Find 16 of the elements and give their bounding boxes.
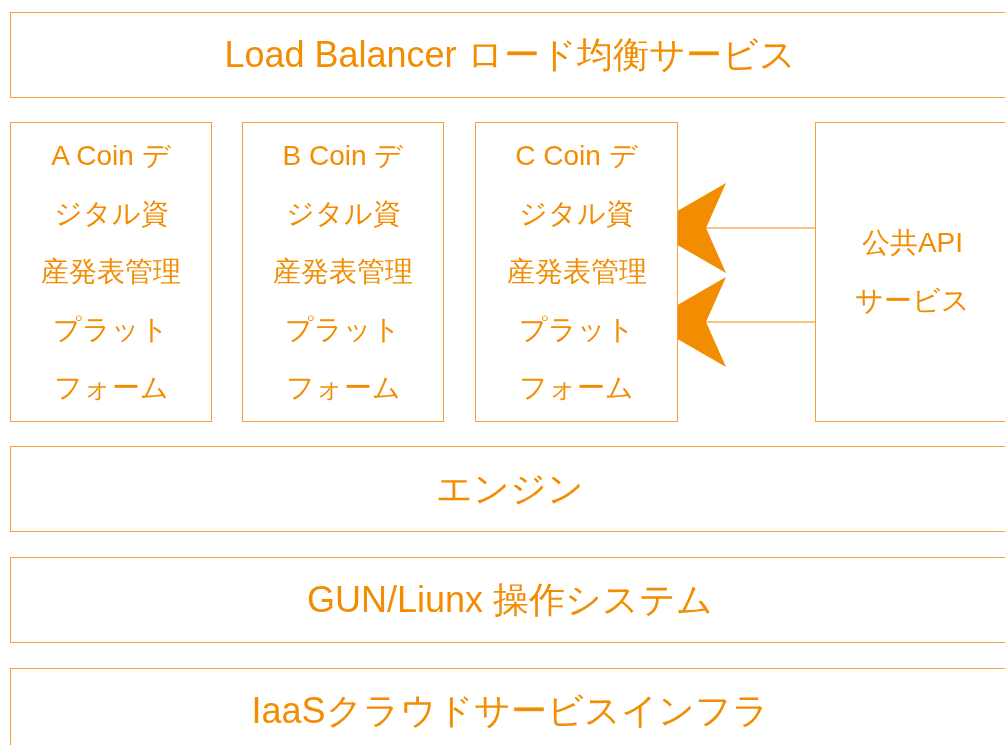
box-label: 公共APIサービス <box>854 226 971 318</box>
box-label: エンジン <box>436 469 584 509</box>
platform-box <box>475 122 678 422</box>
layer-box <box>10 12 1005 98</box>
box-label: C Coin デジタル資産発表管理プラットフォーム <box>505 139 648 405</box>
box-label: Load Balancer ロード均衡サービス <box>224 35 796 75</box>
platform-box <box>10 122 212 422</box>
layer-box <box>10 557 1005 643</box>
platform-box <box>242 122 444 422</box>
box-label: B Coin デジタル資産発表管理プラットフォーム <box>272 139 414 405</box>
box-label: GUN/Liunx 操作システム <box>306 580 714 620</box>
box-label: A Coin デジタル資産発表管理プラットフォーム <box>40 139 182 405</box>
box-label: IaaSクラウドサービスインフラ <box>251 691 769 731</box>
service-box <box>815 122 1005 422</box>
layer-box <box>10 446 1005 532</box>
layer-box <box>10 668 1005 745</box>
